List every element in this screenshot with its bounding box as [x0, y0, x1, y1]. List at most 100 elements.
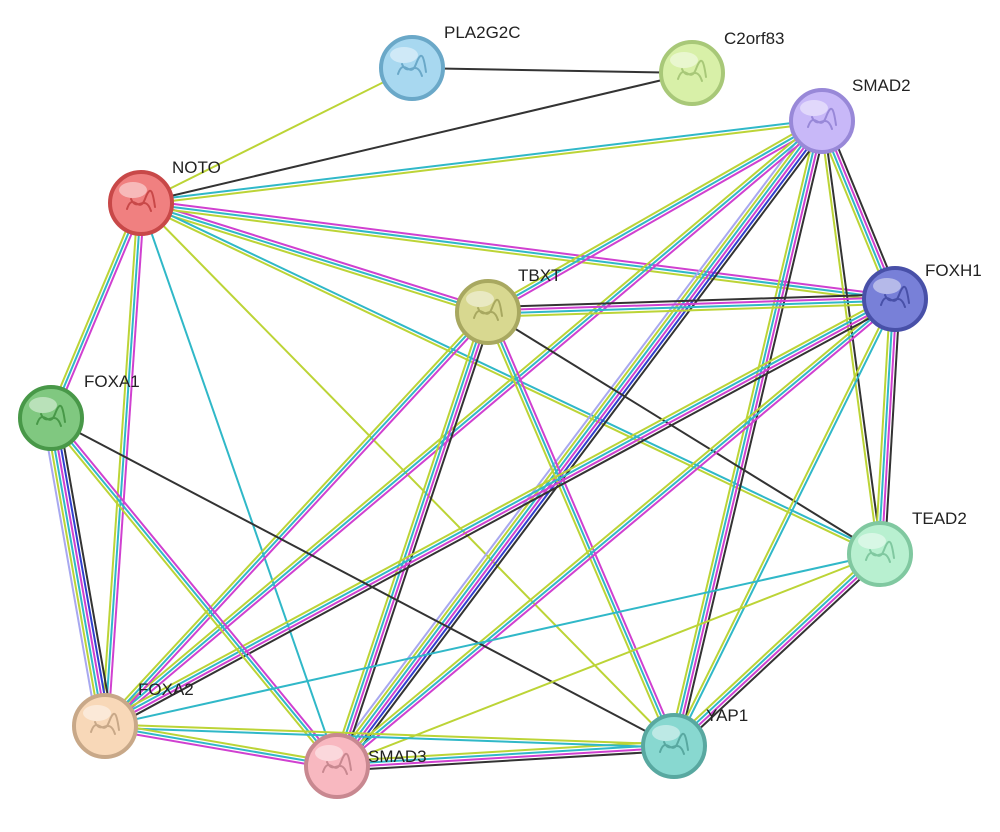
node-foxa2[interactable]: FOXA2: [72, 680, 194, 759]
edge-line-black: [50, 417, 675, 747]
node-highlight: [390, 47, 418, 63]
node-foxa1[interactable]: FOXA1: [18, 372, 140, 451]
edge-line-magenta: [490, 310, 678, 746]
node-noto[interactable]: NOTO: [108, 158, 221, 236]
edge-line-magenta: [105, 299, 897, 729]
edge-line-black: [883, 299, 901, 555]
protein-structure-icon: [397, 54, 427, 77]
node-c2orf83[interactable]: C2orf83: [659, 29, 784, 106]
node-highlight: [119, 182, 147, 198]
edge-line-yellow: [47, 419, 336, 769]
node-label: YAP1: [706, 706, 748, 725]
edge-line-blue: [340, 123, 827, 770]
edge-line-black: [676, 556, 884, 751]
edge-line-magenta: [104, 728, 337, 771]
edge-line-yellow: [670, 549, 878, 744]
edge-line-cyan: [104, 311, 489, 727]
edge-line-yellow: [141, 121, 823, 206]
protein-structure-icon: [880, 285, 910, 308]
edge-line-cyan: [674, 299, 898, 748]
edge-line-magenta: [337, 312, 491, 767]
node-yap1[interactable]: YAP1: [641, 706, 748, 779]
edge-line-magenta: [487, 296, 895, 312]
edge-noto-tbxt: [139, 198, 490, 317]
edge-c2orf83-noto: [140, 72, 693, 204]
edge-line-magenta: [674, 554, 882, 748]
node-smad3[interactable]: SMAD3: [304, 733, 427, 799]
edge-line-magenta: [141, 198, 490, 310]
protein-structure-icon: [36, 404, 66, 427]
edge-line-cyan: [487, 311, 675, 747]
edge-line-yellow: [139, 205, 488, 317]
node-highlight: [466, 291, 494, 307]
node-label: SMAD2: [852, 76, 911, 95]
edge-line-yellow: [102, 293, 894, 723]
edge-line-cyan: [488, 299, 896, 315]
edge-line-black: [342, 125, 830, 772]
edge-noto-foxh1: [140, 198, 896, 304]
node-label: FOXH1: [925, 261, 982, 280]
edge-line-yellow: [488, 302, 896, 318]
node-highlight: [858, 533, 886, 549]
edge-tbxt-foxa2: [101, 309, 492, 729]
edge-line-magenta: [107, 203, 146, 727]
edge-line-cyan: [140, 202, 338, 767]
protein-structure-icon: [90, 712, 120, 735]
edge-foxa1-foxa2: [42, 416, 114, 728]
edge-line-black: [106, 302, 898, 732]
edge-line-cyan: [140, 202, 896, 300]
edge-line-cyan: [104, 726, 674, 749]
node-highlight: [670, 52, 698, 68]
edge-line-magenta: [141, 198, 896, 297]
node-tbxt[interactable]: TBXT: [455, 266, 561, 345]
edge-yap1-foxa2: [104, 723, 675, 749]
edge-foxa1-yap1: [50, 417, 675, 747]
edge-line-yellow: [105, 723, 675, 746]
node-highlight: [315, 745, 343, 761]
node-highlight: [800, 100, 828, 116]
node-label: C2orf83: [724, 29, 784, 48]
edge-line-cyan: [140, 202, 489, 313]
edge-line-magenta: [106, 122, 825, 730]
edge-line-magenta: [52, 415, 341, 765]
edge-line-magenta: [489, 122, 825, 316]
node-tead2[interactable]: TEAD2: [847, 509, 967, 587]
edge-line-cyan: [104, 725, 338, 767]
edge-tead2-yap1: [670, 549, 884, 751]
node-pla2g2c[interactable]: PLA2G2C: [379, 23, 521, 101]
edge-line-yellow: [140, 205, 895, 304]
edge-pla2g2c-c2orf83: [411, 67, 693, 74]
edge-line-blue: [54, 416, 111, 726]
edge-line-cyan: [104, 202, 142, 727]
edge-line-cyan: [140, 118, 822, 203]
edge-line-yellow: [331, 310, 485, 765]
edge-line-magenta: [880, 299, 898, 555]
edge-line-lavender: [42, 419, 99, 728]
edge-foxh1-smad3: [334, 295, 898, 770]
node-foxh1[interactable]: FOXH1: [862, 261, 982, 332]
edge-yap1-smad3: [336, 740, 675, 772]
edge-noto-smad2: [140, 118, 823, 206]
edge-line-magenta: [53, 203, 145, 420]
node-smad2[interactable]: SMAD2: [789, 76, 911, 154]
edge-noto-foxa2: [100, 202, 146, 727]
edge-line-black: [677, 121, 828, 748]
edge-line-black: [140, 72, 693, 204]
node-label: PLA2G2C: [444, 23, 521, 42]
edge-line-cyan: [334, 311, 488, 766]
edge-line-magenta: [674, 121, 825, 747]
edge-line-yellow: [45, 418, 102, 728]
node-label: SMAD3: [368, 747, 427, 766]
edge-line-magenta: [106, 313, 492, 729]
edge-line-yellow: [484, 312, 672, 748]
edge-line-yellow: [485, 117, 821, 311]
edge-tead2-foxa2: [104, 553, 881, 727]
node-label: FOXA2: [138, 680, 194, 699]
edge-smad2-tbxt: [485, 117, 825, 316]
edge-foxh1-foxa2: [102, 293, 898, 732]
edge-line-magenta: [51, 417, 108, 726]
node-highlight: [29, 397, 57, 413]
edge-line-yellow: [101, 309, 487, 725]
edge-line-black: [340, 313, 494, 768]
edge-line-magenta: [337, 121, 825, 768]
